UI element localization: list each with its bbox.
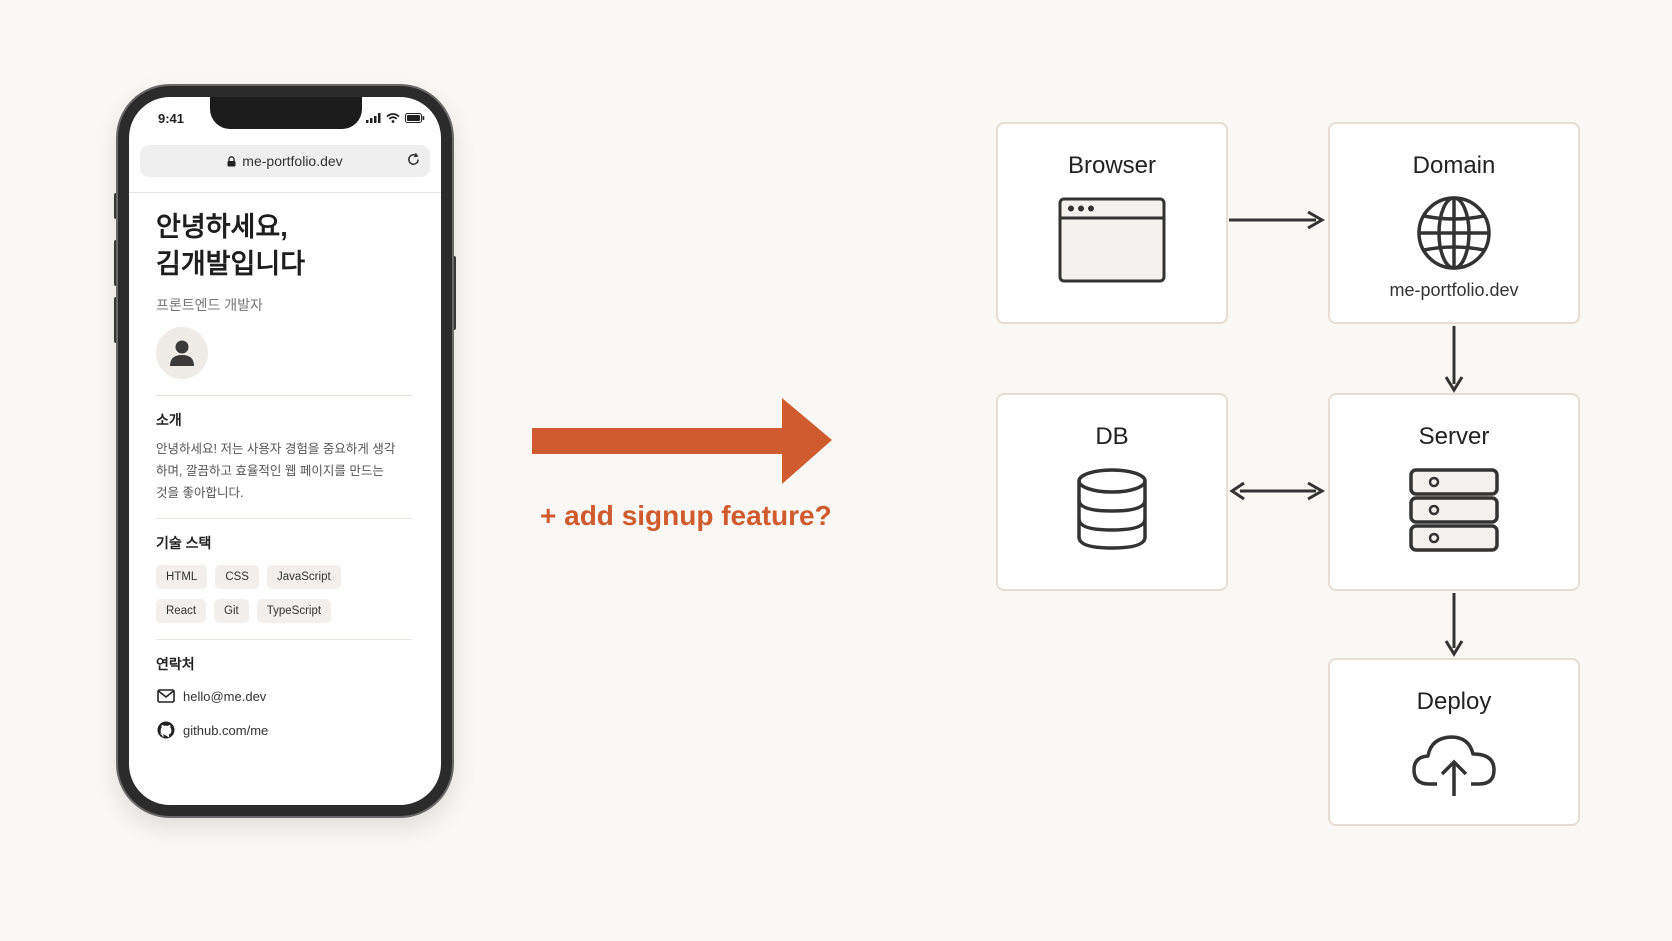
browser-window-icon bbox=[1058, 197, 1166, 283]
contact-email[interactable]: hello@me.dev bbox=[156, 686, 412, 706]
stack-title: 기술 스택 bbox=[156, 535, 212, 551]
globe-icon bbox=[1417, 196, 1491, 270]
battery-icon bbox=[405, 113, 425, 123]
arrowhead-deploy bbox=[1444, 640, 1464, 657]
node-domain-title: Domain bbox=[1412, 152, 1496, 179]
transition-caption: + add signup feature? bbox=[540, 500, 832, 531]
status-icons bbox=[366, 113, 425, 123]
arrowhead-db bbox=[1229, 481, 1245, 501]
node-db-title: DB bbox=[1095, 423, 1129, 450]
phone-volume-down bbox=[114, 297, 119, 343]
phone-notch bbox=[210, 97, 362, 129]
reload-icon[interactable] bbox=[406, 152, 421, 170]
server-rack-icon bbox=[1409, 468, 1499, 552]
contact-github[interactable]: github.com/me bbox=[156, 720, 412, 740]
cloud-upload-icon bbox=[1412, 735, 1496, 796]
about-title: 소개 bbox=[156, 412, 182, 428]
signal-icon bbox=[366, 113, 381, 123]
section-divider bbox=[156, 639, 412, 640]
stack-chip: React bbox=[156, 599, 207, 623]
database-icon bbox=[1077, 468, 1147, 550]
section-divider bbox=[156, 518, 412, 519]
address-bar-divider bbox=[129, 192, 441, 193]
stack-chips: HTML CSS JavaScript React Git TypeScript bbox=[156, 565, 366, 623]
arrowhead-domain bbox=[1307, 210, 1326, 230]
address-url: me-portfolio.dev bbox=[242, 153, 343, 169]
node-domain: Domain me-portfolio.dev bbox=[1328, 122, 1580, 324]
greeting-line-2: 김개발입니다 bbox=[156, 249, 306, 279]
greeting-line-1: 안녕하세요, bbox=[156, 212, 288, 242]
contact-email-text: hello@me.dev bbox=[183, 688, 267, 704]
stack-chip: Git bbox=[214, 599, 249, 623]
avatar bbox=[156, 327, 208, 379]
phone-mockup: 9:41 me-portfolio.dev bbox=[118, 86, 452, 816]
stack-chip: TypeScript bbox=[256, 599, 332, 623]
contact-title: 연락처 bbox=[156, 656, 195, 672]
contact-github-text: github.com/me bbox=[183, 722, 269, 738]
portfolio-page: 안녕하세요, 김개발입니다 프론트엔드 개발자 소개 안녕하세요! 저는 사용자… bbox=[156, 209, 412, 740]
node-server: Server bbox=[1328, 393, 1580, 591]
node-browser: Browser bbox=[996, 122, 1228, 324]
mail-icon bbox=[156, 686, 176, 706]
arrowhead-server-right bbox=[1307, 481, 1326, 501]
node-domain-subtitle: me-portfolio.dev bbox=[1389, 280, 1519, 300]
stack-chip: JavaScript bbox=[266, 565, 341, 589]
transition-arrow bbox=[532, 398, 832, 484]
section-divider bbox=[156, 395, 412, 396]
stack-chip: HTML bbox=[156, 565, 208, 589]
address-bar[interactable]: me-portfolio.dev bbox=[140, 145, 430, 177]
wifi-icon bbox=[386, 113, 400, 123]
phone-power-button bbox=[451, 256, 456, 330]
arrowhead-server bbox=[1444, 376, 1464, 393]
node-deploy-title: Deploy bbox=[1416, 688, 1492, 715]
node-browser-title: Browser bbox=[1067, 152, 1157, 179]
lock-icon bbox=[227, 155, 236, 167]
node-server-title: Server bbox=[1418, 423, 1490, 450]
stack-chip: CSS bbox=[215, 565, 259, 589]
user-icon bbox=[170, 340, 194, 366]
phone-volume-up bbox=[114, 240, 119, 286]
about-text: 안녕하세요! 저는 사용자 경험을 중요하게 생각하며, 깔끔하고 효율적인 웹… bbox=[156, 442, 396, 500]
status-time: 9:41 bbox=[158, 111, 185, 126]
role-subtitle: 프론트엔드 개발자 bbox=[156, 297, 263, 313]
node-deploy: Deploy bbox=[1328, 658, 1580, 826]
github-icon bbox=[156, 720, 176, 740]
node-db: DB bbox=[996, 393, 1228, 591]
phone-mute-switch bbox=[114, 193, 119, 219]
